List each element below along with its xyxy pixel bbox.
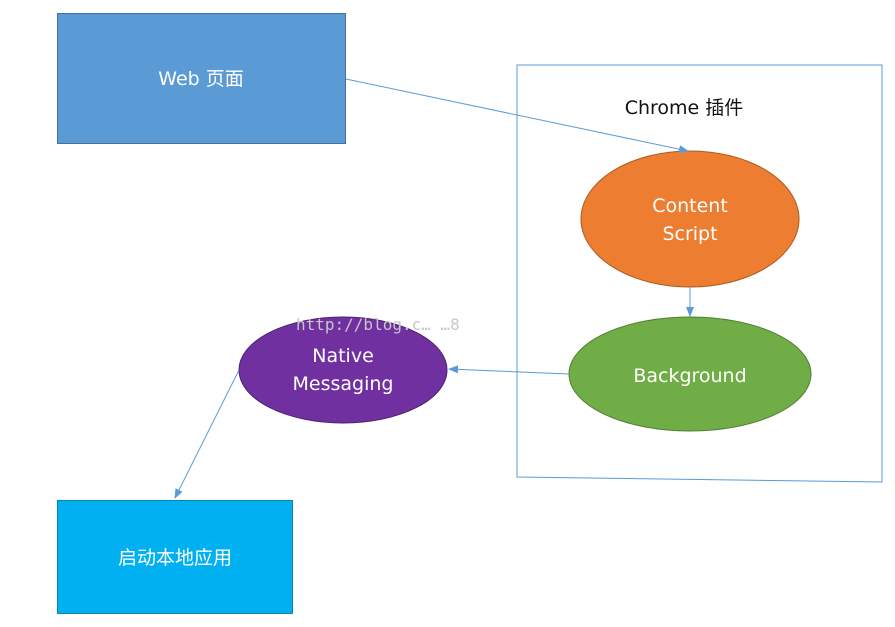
- chrome-plugin-label: Chrome 插件: [625, 97, 744, 119]
- arrow-web-to-content-script: [345, 78, 689, 154]
- web-page-box: [57, 13, 346, 144]
- arrow-native-messaging-to-local-app: [174, 369, 240, 499]
- launch-local-app-box: [57, 500, 293, 614]
- arrow-background-to-native-messaging: [448, 365, 570, 375]
- native-messaging-label-line2: Messaging: [293, 373, 394, 395]
- content-script-label-line2: Script: [662, 223, 717, 245]
- watermark-text: http://blog.c… …8: [296, 315, 460, 334]
- content-script-label-line1: Content: [652, 195, 728, 217]
- web-page-label: Web 页面: [158, 68, 243, 90]
- background-label: Background: [633, 365, 746, 387]
- content-script-node: [580, 150, 800, 288]
- launch-local-app-label: 启动本地应用: [118, 547, 232, 569]
- native-messaging-label-line1: Native: [312, 345, 374, 367]
